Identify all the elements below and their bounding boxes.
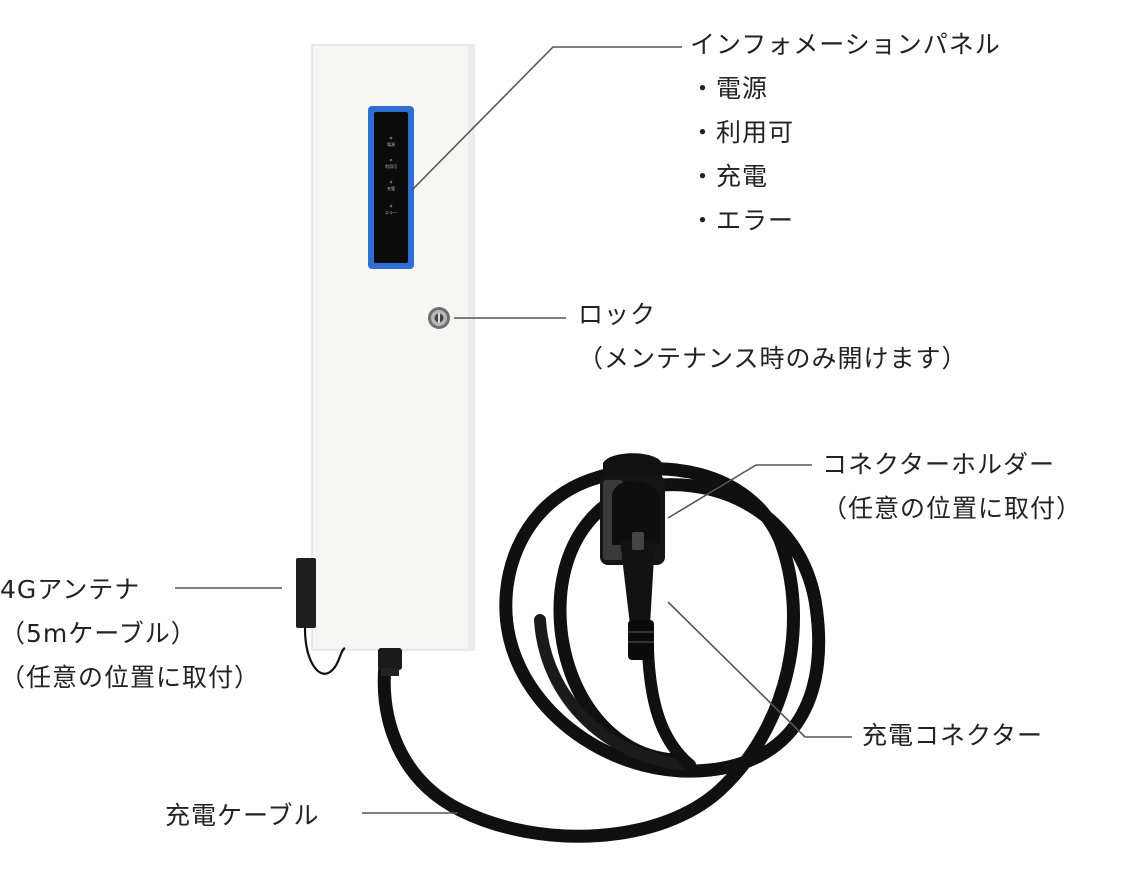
lock-note: （メンテナンス時のみ開けます） — [578, 344, 968, 373]
antenna-label: 4Gアンテナ （5mケーブル） （任意の位置に取付） — [0, 568, 260, 700]
panel-indicators: 電源 利用可 充電 エラー — [385, 136, 397, 215]
connector-holder-note: （任意の位置に取付） — [822, 494, 1083, 523]
connector-holder-title: コネクターホルダー — [822, 450, 1056, 479]
charging-connector — [612, 480, 660, 660]
indicator-power: 電源 — [387, 141, 395, 147]
info-panel-item-available: ・利用可 — [690, 118, 795, 147]
leader-lines — [175, 46, 852, 814]
info-panel-face — [374, 112, 408, 263]
connector-holder-label: コネクターホルダー （任意の位置に取付） — [822, 443, 1082, 531]
indicator-error: エラー — [385, 209, 397, 215]
indicator-charging: 充電 — [387, 185, 395, 191]
lock-label: ロック （メンテナンス時のみ開けます） — [578, 293, 968, 381]
info-panel-label: インフォメーションパネル ・電源 ・利用可 ・充電 ・エラー — [690, 23, 1001, 243]
leader-info-panel — [411, 46, 682, 191]
lock-icon — [428, 307, 450, 329]
cable-title: 充電ケーブル — [165, 801, 320, 830]
info-panel-title: インフォメーションパネル — [690, 30, 1001, 59]
lock-title: ロック — [578, 300, 657, 329]
cable-label: 充電ケーブル — [165, 794, 320, 838]
indicator-available: 利用可 — [385, 163, 397, 169]
leader-connector-holder — [667, 464, 812, 519]
connector-title: 充電コネクター — [862, 721, 1044, 750]
info-panel-item-error: ・エラー — [690, 206, 795, 235]
connector-label: 充電コネクター — [862, 714, 1043, 758]
antenna-cable-note: （5mケーブル） — [0, 619, 197, 648]
antenna-module — [296, 558, 346, 675]
info-panel-item-charging: ・充電 — [690, 162, 769, 191]
antenna-note: （任意の位置に取付） — [0, 663, 261, 692]
antenna-icon — [296, 558, 316, 628]
charger-unit: 電源 利用可 充電 エラー — [311, 44, 475, 676]
antenna-title: 4Gアンテナ — [0, 575, 141, 604]
cable-gland — [378, 648, 402, 670]
leader-connector — [667, 601, 852, 738]
info-panel-item-power: ・電源 — [690, 74, 769, 103]
